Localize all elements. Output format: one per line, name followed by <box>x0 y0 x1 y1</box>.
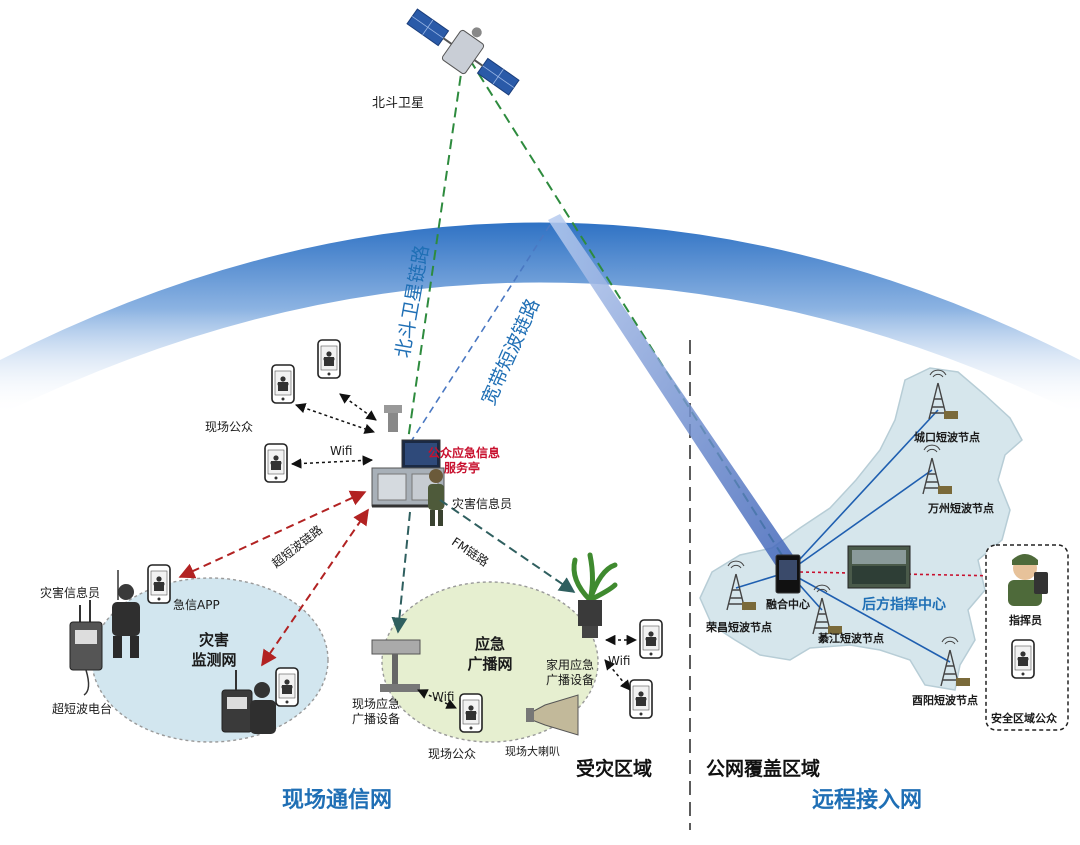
info-officer-kiosk-icon <box>428 469 444 526</box>
emergency-app-label: 急信APP <box>173 598 220 612</box>
broadcast-net-line2: 广播网 <box>467 655 513 673</box>
map-links <box>735 409 951 663</box>
ultrashort-link-arrow <box>261 508 369 667</box>
phone-icon <box>639 619 663 659</box>
disaster-net-line1: 灾害 <box>198 631 229 649</box>
commander-label: 指挥员 <box>1009 614 1042 627</box>
phone-icon <box>147 564 171 604</box>
info-officer-left-icon <box>112 570 140 658</box>
phone-icon <box>271 364 295 404</box>
beidou-link-fusion <box>469 59 786 561</box>
onsite-broadcast-device-icon <box>371 639 421 692</box>
wifi-bottom-label: Wifi <box>432 690 455 704</box>
youyang-node-label: 酉阳短波节点 <box>912 694 978 707</box>
phone-icon <box>459 693 483 733</box>
home-device-label: 家用应急 广播设备 <box>546 658 594 688</box>
onsite-device-line1: 现场应急 <box>352 697 401 711</box>
shortwave-link-kiosk <box>411 224 551 441</box>
wifi-arrow <box>604 659 631 691</box>
wifi-top-label: Wifi <box>330 444 353 458</box>
info-officer-kiosk-label: 灾害信息员 <box>452 497 513 511</box>
broadcast-net-label: 应急 广播网 <box>450 634 530 674</box>
ionosphere-band <box>0 222 1080 415</box>
onsite-comm-net-label: 现场通信网 <box>282 788 393 813</box>
commander-icon <box>1008 554 1048 606</box>
remote-access-net-label: 远程接入网 <box>812 788 923 813</box>
rear-command-label: 后方指挥中心 <box>862 597 946 613</box>
satellite-label: 北斗卫星 <box>372 96 425 111</box>
public-kiosk-label-1: 公众应急信息 <box>428 446 501 460</box>
qijiang-node-label: 綦江短波节点 <box>818 632 884 645</box>
broadcast-net-line1: 应急 <box>474 635 505 653</box>
phone-icon <box>629 679 653 719</box>
public-coverage-label: 公网覆盖区域 <box>706 758 821 780</box>
ultrashort-station-label: 超短波电台 <box>52 702 113 716</box>
loudspeaker-icon <box>526 694 579 736</box>
fusion-center-label: 融合中心 <box>766 598 810 611</box>
onsite-device-line2: 广播设备 <box>352 712 401 726</box>
onsite-public-top-label: 现场公众 <box>205 420 254 434</box>
wifi-arrow <box>290 455 374 469</box>
onsite-public-bottom-label: 现场公众 <box>428 747 477 761</box>
fusion-center-icon <box>775 554 801 594</box>
disaster-net-line2: 监测网 <box>191 651 237 669</box>
disaster-zone-label: 受灾区域 <box>576 758 653 780</box>
wifi-right-label: Wifi <box>608 654 631 668</box>
info-officer-left-label: 灾害信息员 <box>40 586 101 600</box>
wanzhou-node-label: 万州短波节点 <box>928 502 994 515</box>
phone-icon <box>317 339 341 379</box>
rongchang-node-label: 荣昌短波节点 <box>706 621 772 634</box>
fm-link-arrow-device <box>391 511 411 634</box>
home-device-line1: 家用应急 <box>546 658 595 672</box>
phone-icon <box>275 667 299 707</box>
wifi-arrow <box>339 393 377 421</box>
ionosphere-label: 电离层 <box>452 194 503 214</box>
home-device-line2: 广播设备 <box>546 673 595 687</box>
ultrashort-radio-icon <box>69 600 103 696</box>
safe-public-label: 安全区域公众 <box>991 712 1057 725</box>
home-broadcast-plant-icon <box>571 552 618 638</box>
wifi-arrow <box>417 689 457 709</box>
command-center-photo <box>847 545 911 589</box>
phone-icon <box>1011 639 1035 679</box>
satellite-icon <box>406 8 520 96</box>
loudspeaker-label: 现场大喇叭 <box>505 745 560 758</box>
wifi-arrow <box>295 403 375 434</box>
ultrashort-link-arrow <box>178 490 367 579</box>
onsite-device-label: 现场应急 广播设备 <box>352 697 400 727</box>
shortwave-beam <box>548 214 795 566</box>
public-kiosk-label-2: 服务亭 <box>444 461 481 475</box>
chengkou-node-label: 城口短波节点 <box>914 431 980 444</box>
disaster-net-label: 灾害 监测网 <box>174 630 254 670</box>
phone-icon <box>264 443 288 483</box>
radio-backpack-icon <box>221 670 276 734</box>
